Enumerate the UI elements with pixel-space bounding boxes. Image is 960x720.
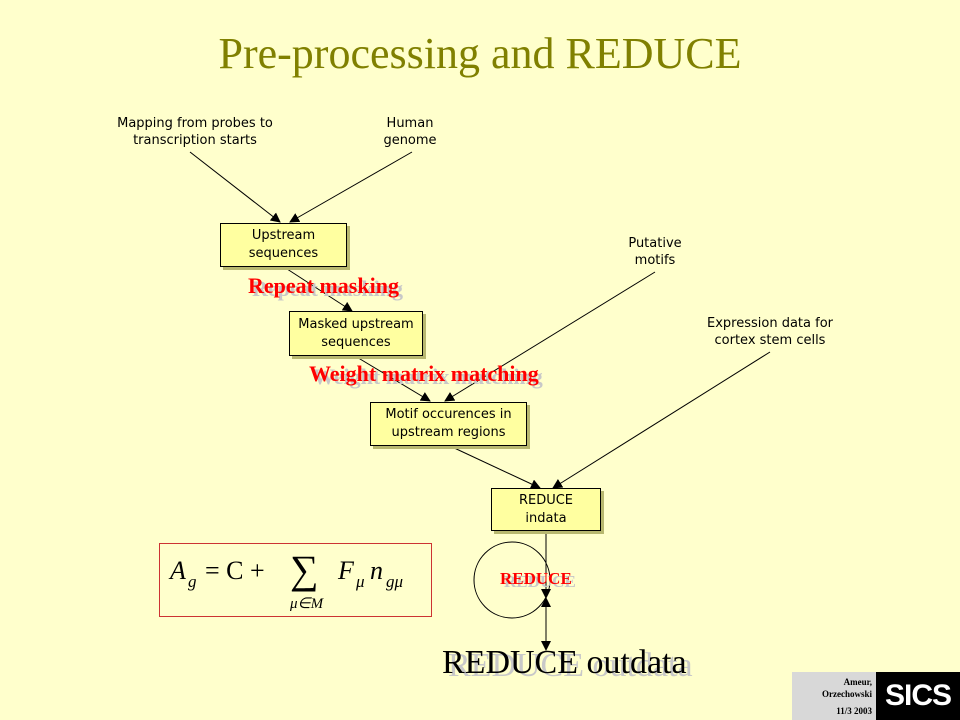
box-reduce-indata: REDUCE indata bbox=[491, 488, 601, 531]
arrow-mapping-to-upstream bbox=[189, 151, 281, 223]
box-upstream-sequences: Upstream sequences bbox=[220, 223, 347, 267]
reduce-outdata-label: REDUCE outdata bbox=[442, 644, 687, 681]
input-human-genome: Human genome bbox=[383, 116, 437, 148]
arrow-motif-to-indata bbox=[449, 445, 541, 489]
input-mapping: Mapping from probes to transcription sta… bbox=[117, 116, 273, 148]
author-credit: Ameur, Orzechowski bbox=[822, 677, 872, 699]
slide-date: 11/3 2003 bbox=[836, 706, 872, 716]
box-motif-occurences: Motif occurences in upstream regions bbox=[370, 402, 527, 446]
slide-title: Pre-processing and REDUCE bbox=[218, 29, 742, 78]
step-weight-matrix-matching: Weight matrix matching bbox=[309, 361, 539, 386]
arrow-genome-to-upstream bbox=[289, 151, 413, 223]
input-expression-data: Expression data for cortex stem cells bbox=[707, 316, 833, 348]
step-repeat-masking: Repeat masking bbox=[248, 273, 399, 298]
arrow-expression-to-indata bbox=[552, 351, 771, 489]
input-putative-motifs: Putative motifs bbox=[628, 236, 682, 268]
formula-box: A g = C + ∑ μ∈M F μ n gμ bbox=[159, 543, 432, 617]
box-masked-upstream: Masked upstream sequences bbox=[289, 311, 423, 356]
formula: A g = C + ∑ μ∈M F μ n gμ bbox=[170, 547, 404, 612]
step-reduce: REDUCE bbox=[500, 569, 572, 588]
sics-logo: SICS bbox=[876, 672, 960, 720]
